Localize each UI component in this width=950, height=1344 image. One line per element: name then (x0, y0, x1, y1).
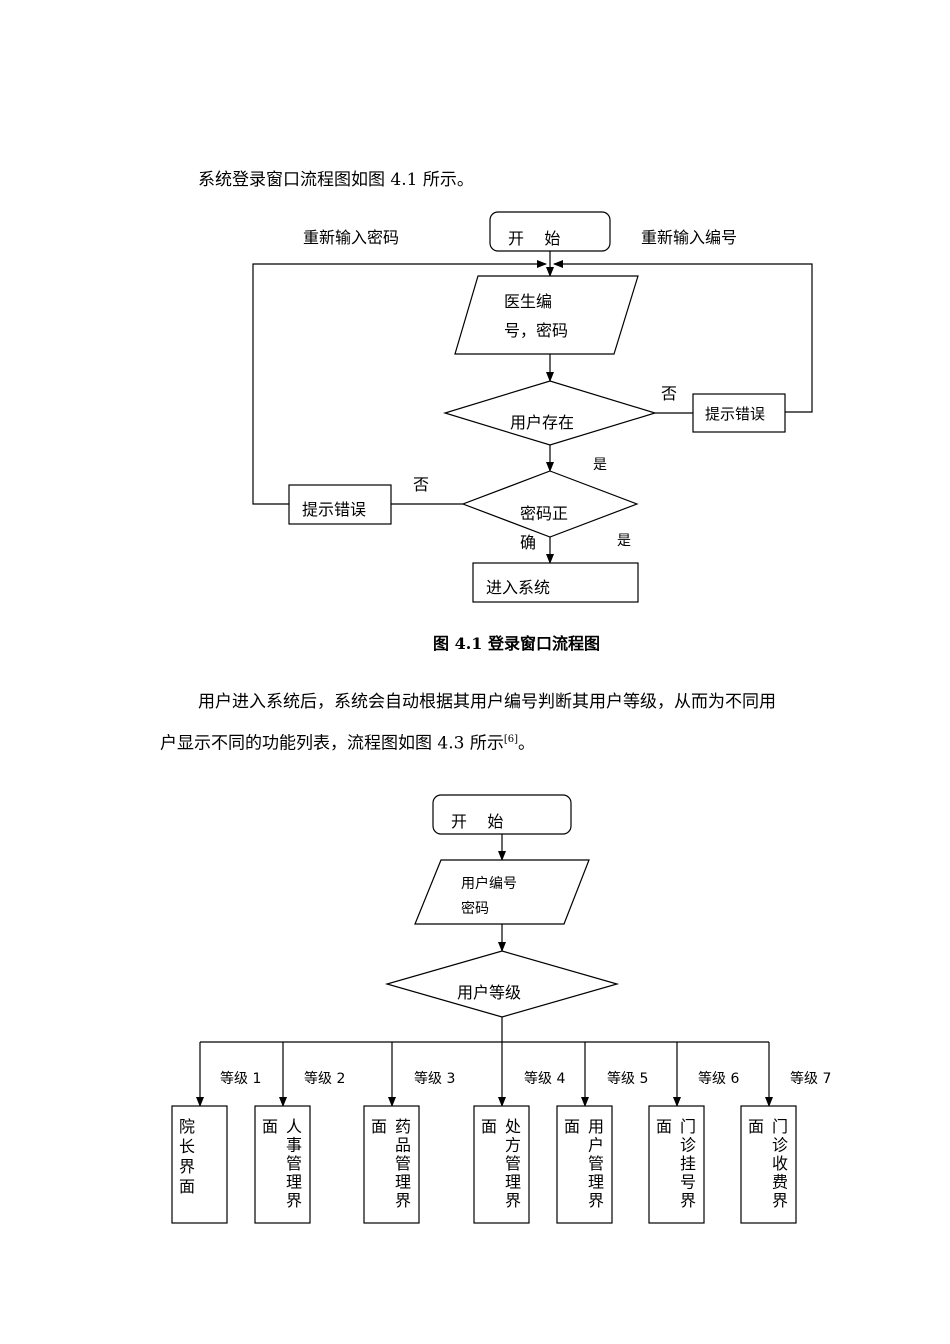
input-parallelogram (454, 275, 639, 355)
box-prescription-label: 处方管理界 (505, 1117, 521, 1210)
input-label-line1: 医生编 (504, 292, 552, 311)
box-hr-side: 面 (262, 1117, 278, 1136)
reinput-password-loop (252, 260, 547, 505)
user-level-label: 用户等级 (457, 983, 521, 1002)
password-correct-label-line2: 确 (520, 533, 536, 552)
box-registration-side: 面 (656, 1117, 672, 1136)
level-label-3: 等级 3 (414, 1070, 455, 1087)
input-label-line2: 号，密码 (504, 321, 568, 340)
reinput-id-loop (553, 260, 813, 413)
box-hr-label: 人事管理界 (286, 1117, 302, 1210)
paragraph-line-2-text: 户显示不同的功能列表，流程图如图 4.3 所示 (160, 733, 504, 754)
no-label-left: 否 (413, 475, 429, 494)
box-billing-side: 面 (748, 1117, 764, 1136)
box-user-mgmt-side: 面 (564, 1117, 580, 1136)
box-billing (740, 1105, 797, 1224)
box-hr (254, 1105, 311, 1224)
intro-paragraph: 系统登录窗口流程图如图 4.1 所示。 (198, 170, 474, 190)
level-label-7: 等级 7 (790, 1070, 831, 1087)
error-right-label: 提示错误 (705, 405, 765, 423)
box-user-mgmt-label: 用户管理界 (588, 1117, 604, 1210)
error-box-left (288, 484, 392, 525)
level-label-6: 等级 6 (698, 1070, 739, 1087)
box-billing-label: 门诊收费界 (772, 1117, 788, 1210)
box-registration-label: 门诊挂号界 (680, 1117, 696, 1210)
box-registration (648, 1105, 705, 1224)
input2-label-line1: 用户编号 (461, 875, 517, 892)
reinput-id-label: 重新输入编号 (641, 228, 737, 247)
paragraph-line-1: 用户进入系统后，系统会自动根据其用户编号判断其用户等级，从而为不同用 (198, 692, 776, 712)
level-label-2: 等级 2 (304, 1070, 345, 1087)
input2-parallelogram (414, 859, 590, 925)
start-label: 开 始 (508, 229, 560, 248)
input2-label-line2: 密码 (461, 900, 489, 917)
enter-system-label: 进入系统 (486, 578, 550, 597)
password-correct-label-line1: 密码正 (520, 504, 568, 523)
box-pharmacy-side: 面 (371, 1117, 387, 1136)
error-left-label: 提示错误 (302, 500, 366, 519)
no-label-right: 否 (661, 384, 677, 403)
box-user-mgmt (556, 1105, 613, 1224)
yes-label-2: 是 (617, 533, 631, 549)
box-prescription-side: 面 (481, 1117, 497, 1136)
error-box-right (692, 393, 786, 433)
enter-system-box (472, 562, 639, 603)
flowchart-login (252, 211, 813, 603)
user-exists-label: 用户存在 (510, 413, 574, 432)
level-label-4: 等级 4 (524, 1070, 565, 1087)
paragraph-line-2: 户显示不同的功能列表，流程图如图 4.3 所示[6]。 (160, 728, 535, 756)
figure-caption: 图 4.1 登录窗口流程图 (433, 634, 600, 653)
box-prescription (473, 1105, 530, 1224)
paragraph-line-2-end: 。 (518, 733, 536, 754)
box-pharmacy (363, 1105, 420, 1224)
box-dean (171, 1105, 228, 1224)
level-label-5: 等级 5 (607, 1070, 648, 1087)
reinput-password-label: 重新输入密码 (303, 228, 399, 247)
start2-label: 开 始 (451, 812, 503, 831)
flowchart-user-level (171, 794, 797, 1224)
citation-ref: [6] (503, 734, 519, 745)
box-pharmacy-label: 药品管理界 (395, 1117, 411, 1210)
level-label-1: 等级 1 (220, 1070, 261, 1087)
yes-label-1: 是 (593, 457, 607, 473)
box-dean-label: 院长界面 (179, 1117, 195, 1196)
